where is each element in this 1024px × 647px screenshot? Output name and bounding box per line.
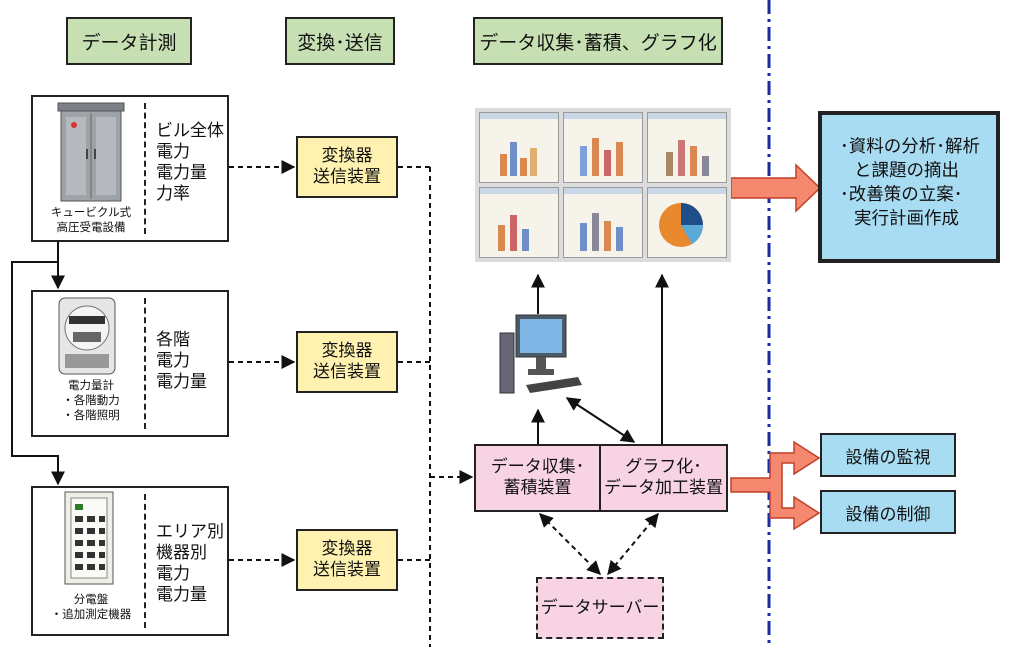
- device-panel-items: エリア別 機器別 電力 電力量: [156, 522, 224, 605]
- header-convert-label: 変換･送信: [297, 31, 383, 54]
- device-cubicle-items: ビル全体 電力 電力量 力率: [156, 121, 224, 204]
- analysis-box: ･資料の分析･解析 と課題の摘出 ･改善策の立案･ 実行計画作成: [818, 111, 1000, 263]
- caption-line: 分電盤: [73, 592, 109, 606]
- converter-box-2: 変換器 送信装置: [296, 331, 398, 393]
- cubicle-icon: [57, 102, 125, 202]
- converter-line: 変換器: [321, 341, 373, 361]
- converter-line: 送信装置: [313, 362, 381, 382]
- link-collector-server: [539, 513, 601, 575]
- device-meter-caption: 電力量計 ・各階動力 ・各階照明: [37, 378, 145, 423]
- dashboard-thumb: [479, 187, 559, 258]
- header-collect-label: データ収集･蓄積、グラフ化: [479, 31, 717, 54]
- analysis-line: ･改善策の立案･: [840, 185, 963, 205]
- link-dev1-dev3: [11, 261, 65, 486]
- collector-line: 蓄積装置: [503, 478, 572, 498]
- control-label: 設備の制御: [845, 504, 931, 525]
- caption-line: 高圧受電設備: [56, 220, 126, 234]
- converter-line: 送信装置: [313, 167, 381, 187]
- monitor-box: 設備の監視: [820, 433, 956, 477]
- device-divider: [144, 298, 146, 429]
- converter-box-1: 変換器 送信装置: [296, 136, 398, 198]
- collector-line: データ収集･: [490, 457, 585, 477]
- converter-line: 変換器: [321, 539, 373, 559]
- link-pc-processor: [565, 397, 636, 443]
- header-collect: データ収集･蓄積、グラフ化: [473, 17, 723, 65]
- computer-icon: [499, 314, 582, 394]
- device-meter-items: 各階 電力 電力量: [156, 330, 207, 392]
- dashboard-screenshot: [475, 108, 731, 262]
- analysis-line: と課題の摘出: [854, 161, 959, 181]
- link-processor-server: [607, 512, 659, 576]
- device-divider: [144, 103, 146, 234]
- pie-chart-thumb: [659, 203, 703, 247]
- monitor-label: 設備の監視: [845, 447, 931, 468]
- device-cubicle-caption: キュービクル式 高圧受電設備: [37, 205, 145, 235]
- device-panel: 分電盤 ・追加測定機器 エリア別 機器別 電力 電力量: [31, 486, 229, 636]
- data-server-label: データサーバー: [540, 597, 660, 618]
- processor-box: グラフ化･ データ加工装置: [599, 444, 728, 512]
- header-measure-label: データ計測: [81, 31, 177, 54]
- analysis-line: 実行計画作成: [854, 209, 959, 229]
- converter-line: 送信装置: [313, 560, 381, 580]
- dashboard-thumb: [647, 112, 727, 183]
- arrow-to-monitor-control: [730, 440, 821, 531]
- caption-line: キュービクル式: [50, 205, 132, 219]
- collector-box: データ収集･ 蓄積装置: [474, 444, 601, 512]
- caption-line: 電力量計: [68, 378, 114, 392]
- watt-hour-meter-icon: [58, 297, 116, 375]
- device-divider: [144, 494, 146, 628]
- header-convert: 変換･送信: [285, 17, 395, 65]
- converter-line: 変換器: [321, 146, 373, 166]
- dashboard-thumb: [563, 112, 643, 183]
- processor-line: データ加工装置: [604, 478, 723, 498]
- processor-line: グラフ化･: [625, 457, 702, 477]
- dashboard-thumb: [647, 187, 727, 258]
- caption-line: ・各階動力: [62, 393, 120, 407]
- device-panel-caption: 分電盤 ・追加測定機器: [37, 592, 145, 622]
- device-cubicle: キュービクル式 高圧受電設備 ビル全体 電力 電力量 力率: [31, 95, 229, 242]
- analysis-line: ･資料の分析･解析: [840, 137, 980, 157]
- header-measure: データ計測: [66, 17, 192, 65]
- distribution-board-icon: [64, 491, 114, 585]
- converter-box-3: 変換器 送信装置: [296, 529, 398, 591]
- caption-line: ・各階照明: [62, 408, 120, 422]
- device-meter: 電力量計 ・各階動力 ・各階照明 各階 電力 電力量: [31, 290, 229, 437]
- arrow-to-analysis: [730, 163, 822, 213]
- caption-line: ・追加測定機器: [50, 607, 132, 621]
- data-server-box: データサーバー: [536, 577, 664, 639]
- dashboard-thumb: [563, 187, 643, 258]
- dashboard-thumb: [479, 112, 559, 183]
- control-box: 設備の制御: [820, 490, 956, 534]
